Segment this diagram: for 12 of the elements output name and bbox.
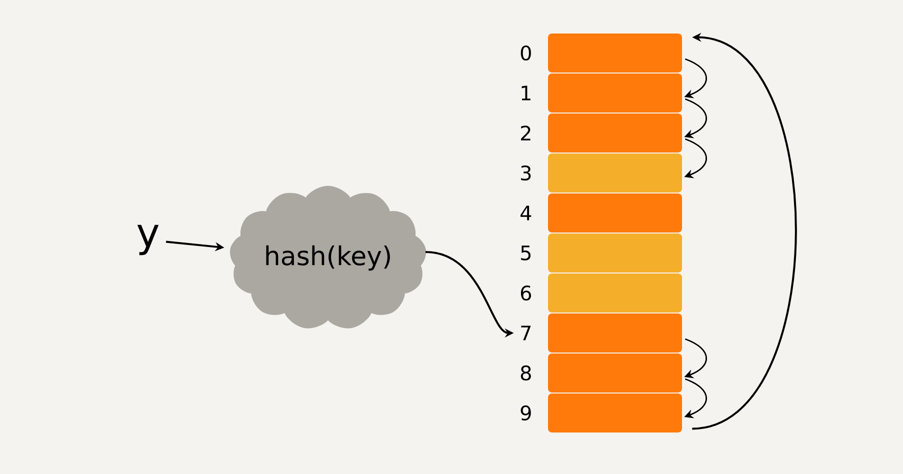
slot-index: 4 [520,206,532,220]
slot-index: 1 [522,86,530,100]
slot-index: 2 [521,126,530,140]
slot-index: 7 [521,326,531,340]
slot-index: 5 [521,246,531,260]
slot-index: 6 [520,285,531,301]
slot-index: 3 [521,165,531,181]
cloud: hash(key) [230,186,426,328]
input-key: y [137,224,159,256]
slot-index: 9 [520,405,531,421]
slot-index: 8 [520,365,531,381]
slot-index: 0 [520,45,531,61]
